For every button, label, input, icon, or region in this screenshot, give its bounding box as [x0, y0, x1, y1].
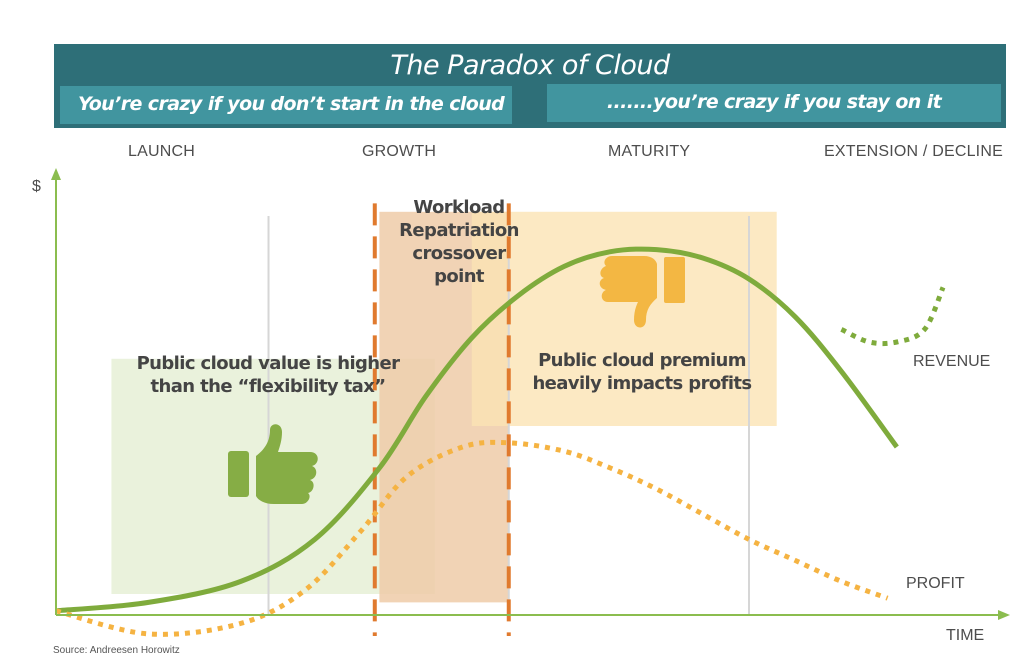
crossover-text-line-2: Repatriation — [399, 220, 519, 241]
series-line-profit — [55, 439, 889, 637]
subtitle-start-in-cloud: You’re crazy if you don’t start in the c… — [60, 86, 512, 124]
subtitle-stay-on-cloud: .......you’re crazy if you stay on it — [547, 84, 1001, 122]
source-note: Source: Andreesen Horowitz — [53, 645, 180, 656]
yellow-zone-text-line-1: Public cloud premium — [538, 350, 746, 371]
green-zone-text-line-1: Public cloud value is higher — [136, 353, 400, 374]
green-zone-text-line-2: than the “flexibility tax” — [150, 376, 387, 397]
thumbs-down-icon — [599, 256, 685, 328]
crossover-text-line-3: crossover — [412, 243, 506, 264]
chart-title: The Paradox of Cloud — [390, 50, 670, 81]
title-banner: The Paradox of Cloud You’re crazy if you… — [54, 44, 1006, 128]
stage-label-growth: GROWTH — [362, 143, 437, 160]
crossover-text-line-4: point — [434, 266, 484, 287]
profit-series-label: PROFIT — [906, 575, 965, 592]
x-axis-arrow — [998, 610, 1010, 620]
crossover-text-line-1: Workload — [413, 197, 505, 218]
thumbs-up-icon — [228, 424, 318, 504]
crossover-annotation: Workload Repatriation crossover point — [396, 196, 522, 288]
stage-label-extension-decline: EXTENSION / DECLINE — [824, 143, 1003, 160]
y-axis-arrow — [51, 168, 61, 180]
yellow-zone-annotation: Public cloud premium heavily impacts pro… — [522, 349, 762, 395]
x-axis-label: TIME — [946, 627, 985, 644]
stage-label-launch: LAUNCH — [128, 143, 195, 160]
stage-label-maturity: MATURITY — [608, 143, 691, 160]
series-line-revenue-extension — [840, 286, 946, 347]
y-axis-label: $ — [32, 178, 41, 195]
yellow-zone-text-line-2: heavily impacts profits — [532, 373, 752, 394]
revenue-series-label: REVENUE — [913, 353, 991, 370]
series-line-revenue — [55, 246, 899, 614]
green-zone-annotation: Public cloud value is higher than the “f… — [136, 352, 400, 398]
